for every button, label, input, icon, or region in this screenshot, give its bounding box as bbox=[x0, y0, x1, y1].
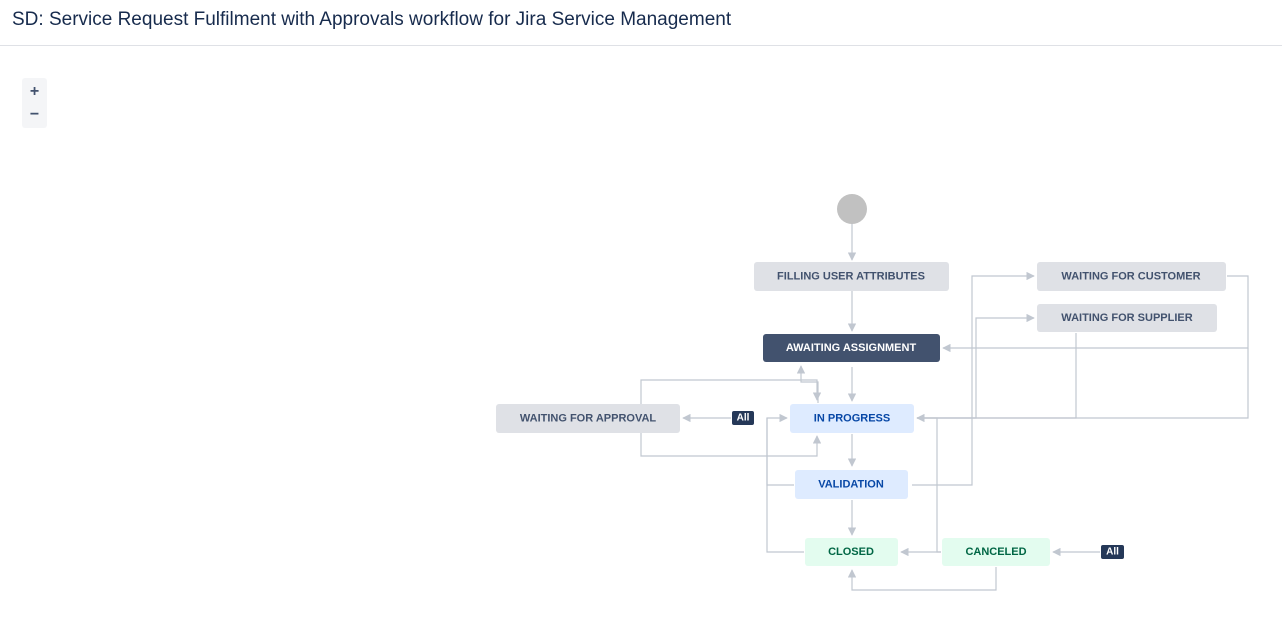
zoom-out-button[interactable]: − bbox=[29, 106, 40, 123]
transition-approval-to-inprogress bbox=[640, 379, 822, 404]
zoom-controls: + − bbox=[22, 78, 47, 128]
status-label: WAITING FOR APPROVAL bbox=[520, 413, 657, 425]
page-header: SD: Service Request Fulfilment with Appr… bbox=[0, 0, 1282, 46]
transition-supplier-to-inprogress bbox=[917, 333, 1077, 419]
status-label: CLOSED bbox=[828, 546, 874, 558]
status-label: VALIDATION bbox=[818, 479, 884, 491]
transitions bbox=[640, 223, 1249, 591]
status-label: AWAITING ASSIGNMENT bbox=[786, 342, 917, 354]
svg-text:All: All bbox=[737, 413, 750, 424]
status-filling-user-attributes[interactable]: FILLING USER ATTRIBUTES bbox=[754, 262, 949, 291]
transition-inprogress-to-supplier bbox=[917, 313, 1035, 419]
status-validation[interactable]: VALIDATION bbox=[795, 470, 908, 499]
transition-validation-to-customer bbox=[912, 271, 1035, 486]
start-node bbox=[837, 194, 867, 224]
global-transition-badge-canceled[interactable]: All bbox=[1101, 545, 1124, 559]
global-transition-badge-approval[interactable]: All bbox=[732, 411, 754, 425]
status-waiting-for-supplier[interactable]: WAITING FOR SUPPLIER bbox=[1037, 304, 1217, 332]
status-canceled[interactable]: CANCELED bbox=[942, 538, 1050, 566]
status-in-progress[interactable]: IN PROGRESS bbox=[790, 404, 914, 433]
transition-customer-to-inprogress bbox=[917, 348, 1249, 419]
status-label: WAITING FOR CUSTOMER bbox=[1061, 271, 1200, 283]
status-waiting-for-customer[interactable]: WAITING FOR CUSTOMER bbox=[1037, 262, 1226, 291]
status-label: CANCELED bbox=[965, 546, 1026, 558]
transition-validation-to-inprogress bbox=[766, 413, 794, 486]
zoom-in-button[interactable]: + bbox=[29, 83, 40, 100]
transition-approval-to-inprogress-lower bbox=[640, 433, 822, 457]
transition-inprogress-to-awaiting bbox=[796, 365, 819, 403]
status-label: IN PROGRESS bbox=[814, 413, 890, 425]
status-waiting-for-approval[interactable]: WAITING FOR APPROVAL bbox=[496, 404, 680, 433]
page-title: SD: Service Request Fulfilment with Appr… bbox=[12, 9, 732, 30]
transition-canceled-bottom-to-closed bbox=[847, 567, 997, 591]
status-label: FILLING USER ATTRIBUTES bbox=[777, 271, 925, 283]
status-closed[interactable]: CLOSED bbox=[805, 538, 898, 566]
transition-customer-to-awaiting bbox=[942, 275, 1249, 353]
status-awaiting-assignment[interactable]: AWAITING ASSIGNMENT bbox=[763, 334, 940, 362]
transition-closed-to-inprogress bbox=[766, 418, 804, 553]
status-label: WAITING FOR SUPPLIER bbox=[1061, 312, 1192, 324]
svg-text:All: All bbox=[1106, 547, 1119, 558]
